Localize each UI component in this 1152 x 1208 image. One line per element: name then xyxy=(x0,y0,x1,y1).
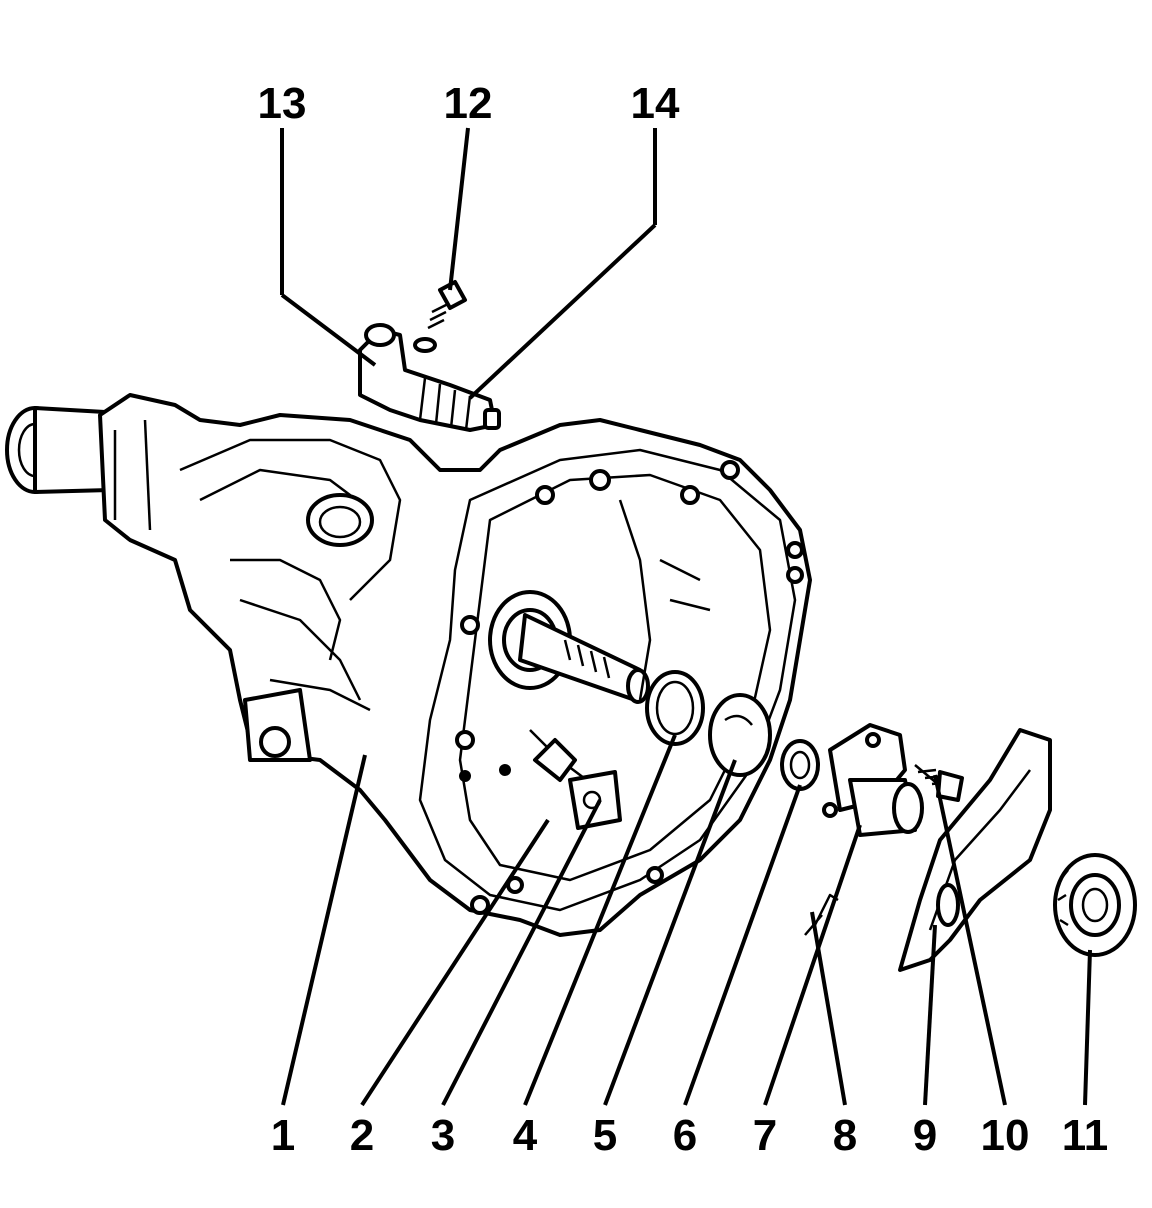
leader-6 xyxy=(683,784,802,1106)
leader-3 xyxy=(441,799,602,1106)
cover-plate xyxy=(708,693,772,777)
shaft-seal xyxy=(780,739,820,791)
callout-7: 7 xyxy=(753,1111,777,1160)
leader-lines xyxy=(280,127,1092,1107)
callout-11: 11 xyxy=(1062,1111,1109,1160)
mounting-bracket xyxy=(243,688,312,762)
pivot-bolt xyxy=(914,764,964,802)
seal-ring xyxy=(645,670,705,746)
callout-14: 14 xyxy=(631,79,680,128)
release-lever xyxy=(898,728,1052,972)
input-shaft xyxy=(488,590,650,704)
callout-labels: 1 2 3 4 5 6 7 8 9 10 11 12 13 14 xyxy=(258,79,1109,1160)
callout-13: 13 xyxy=(258,79,307,128)
transmission-housing xyxy=(5,393,812,937)
callout-4: 4 xyxy=(513,1111,538,1160)
leader-14b xyxy=(468,223,657,400)
callout-10: 10 xyxy=(981,1111,1030,1160)
leader-7 xyxy=(763,824,862,1106)
leader-11 xyxy=(1083,949,1092,1106)
bell-housing-flange xyxy=(418,448,797,912)
flange-bolt-holes xyxy=(455,460,804,915)
callout-2: 2 xyxy=(350,1111,374,1160)
slave-cylinder xyxy=(358,323,501,432)
callout-8: 8 xyxy=(833,1111,857,1160)
leader-13b xyxy=(280,293,377,367)
leader-8 xyxy=(810,911,847,1106)
washer xyxy=(413,337,437,353)
callout-3: 3 xyxy=(431,1111,455,1160)
leader-1 xyxy=(281,754,367,1106)
leader-2 xyxy=(360,818,550,1107)
leader-10 xyxy=(933,774,1007,1106)
release-bearing xyxy=(1053,853,1137,957)
callout-9: 9 xyxy=(913,1111,937,1160)
callout-1: 1 xyxy=(271,1111,295,1160)
leader-5 xyxy=(603,759,737,1106)
bleeder-screw xyxy=(427,280,467,330)
callout-12: 12 xyxy=(444,79,493,128)
callout-5: 5 xyxy=(593,1111,617,1160)
guide-sleeve xyxy=(822,723,924,837)
callout-6: 6 xyxy=(673,1111,697,1160)
gearbox-case xyxy=(98,393,812,937)
leader-4 xyxy=(523,734,677,1106)
leader-12 xyxy=(448,127,470,291)
output-flange xyxy=(5,406,112,494)
leader-9 xyxy=(923,924,937,1106)
